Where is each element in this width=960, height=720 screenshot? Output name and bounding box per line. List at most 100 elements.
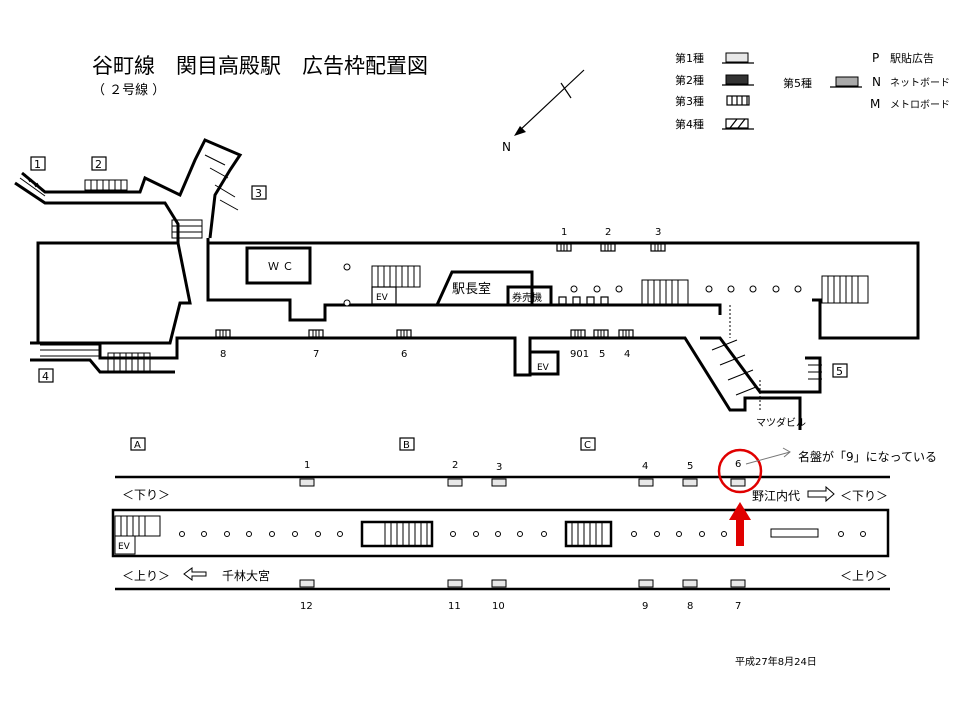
legend-class4-icon — [722, 118, 754, 130]
concourse-ad-frame — [396, 329, 412, 338]
platform-pillar — [450, 531, 456, 537]
platform-ad-frame — [730, 579, 746, 588]
highlight-circle — [717, 448, 763, 494]
platform-ad-frame — [682, 579, 698, 588]
legend-class5-label: 第5種 — [783, 76, 812, 90]
highlight-arrow-icon — [729, 502, 751, 546]
compass-label: N — [502, 140, 511, 154]
section-c-label: C — [584, 440, 591, 451]
platform-ad-number: 6 — [735, 459, 741, 470]
platform-ad-frame — [491, 579, 507, 588]
legend-class3-label: 第3種 — [675, 94, 704, 108]
platform-pillar — [292, 531, 298, 537]
exit-labels: 1 2 3 4 5 — [30, 156, 848, 383]
concourse-ad-frame — [650, 243, 666, 252]
concourse-ad-number: 2 — [605, 227, 611, 238]
platform-pillar — [541, 531, 547, 537]
concourse-ad-number: 3 — [655, 227, 661, 238]
platform-ad-frame-highlighted — [730, 478, 746, 487]
platform-ad-frame — [638, 478, 654, 487]
legend-class1-icon — [725, 52, 749, 63]
annotation-note: 名盤が「9」になっている — [798, 449, 937, 464]
legend-n-text: ネットボード — [890, 77, 950, 89]
concourse-ad-frame — [618, 329, 634, 338]
legend-class1-label: 第1種 — [675, 51, 704, 65]
platform-ad-number: 12 — [300, 601, 313, 612]
ticket-machine-area — [506, 285, 553, 307]
legend: 第1種 第2種 第3種 第4種 第5種 P 駅貼広告 N ネットボード M メト… — [675, 51, 950, 131]
platform-pillar — [654, 531, 660, 537]
platform-pillar — [631, 531, 637, 537]
platform-pillar — [337, 531, 343, 537]
platform-ad-frame — [299, 478, 315, 487]
concourse-ads: 1 2 3 8 7 6 901 5 4 — [215, 227, 666, 360]
concourse-ad-number: 901 — [570, 349, 589, 360]
legend-class2-icon — [725, 74, 749, 85]
platform-pillar — [838, 531, 844, 537]
platform-pillar — [721, 531, 727, 537]
legend-class5-icon — [835, 76, 859, 87]
concourse-ad-number: 4 — [624, 349, 630, 360]
ev-label-2: EV — [537, 363, 550, 373]
down-direction-right: ＜下り＞ — [840, 489, 888, 503]
platform-pillar — [676, 531, 682, 537]
exit-3-label: 3 — [255, 187, 262, 200]
platform-ad-number: 7 — [735, 601, 741, 612]
wc-room — [245, 246, 312, 285]
concourse-ad-frame — [215, 329, 231, 338]
platform-ad-frame — [638, 579, 654, 588]
platform-ad-number: 5 — [687, 461, 693, 472]
platform-pillars — [179, 531, 866, 537]
concourse-ad-frame — [600, 243, 616, 252]
platform-pillar — [201, 531, 207, 537]
exit-2-label: 2 — [95, 158, 102, 171]
section-a-label: A — [134, 440, 141, 451]
exit-1-label: 1 — [34, 158, 41, 171]
legend-class3-icon — [726, 95, 750, 106]
platform-ad-number: 4 — [642, 461, 648, 472]
exit-4-label: 4 — [42, 370, 49, 383]
down-direction-left: ＜下り＞ — [122, 488, 170, 502]
page-subtitle: （ ２号線 ） — [92, 82, 165, 98]
platform-ad-number: 1 — [304, 460, 310, 471]
platform-pillar — [246, 531, 252, 537]
destination-down: 野江内代 — [752, 489, 800, 503]
platform-ad-number: 8 — [687, 601, 693, 612]
platform-pillar — [699, 531, 705, 537]
concourse-walls — [14, 138, 920, 430]
wc-label: Ｗ Ｃ — [268, 260, 294, 273]
concourse-ad-number: 6 — [401, 349, 407, 360]
concourse-ad-frame — [308, 329, 324, 338]
destination-up: 千林大宮 — [222, 568, 270, 583]
north-arrow-icon — [514, 69, 585, 136]
platform-pillar — [495, 531, 501, 537]
platform-pillar — [473, 531, 479, 537]
legend-p-text: 駅貼広告 — [890, 51, 934, 65]
platform-features — [114, 515, 819, 555]
platform-sections: A B C — [130, 437, 596, 451]
platform-ad-number: 2 — [452, 460, 458, 471]
stairs — [19, 154, 869, 396]
platform-ad-number: 11 — [448, 601, 461, 612]
platform-ad-frame — [299, 579, 315, 588]
concourse-ad-frame — [556, 243, 572, 252]
arrow-left-icon — [183, 567, 207, 581]
platform-ev-label: EV — [118, 542, 131, 552]
legend-n-label: N — [872, 75, 881, 89]
platform-pillar — [179, 531, 185, 537]
ticket-machine-label: 券売機 — [512, 291, 542, 304]
platform-ad-frame — [682, 478, 698, 487]
concourse-ad-number: 7 — [313, 349, 319, 360]
legend-class2-label: 第2種 — [675, 73, 704, 87]
up-direction-right: ＜上り＞ — [840, 569, 888, 583]
station-master-label: 駅長室 — [452, 281, 491, 297]
date-label: 平成27年8月24日 — [735, 655, 817, 668]
up-direction-left: ＜上り＞ — [122, 569, 170, 583]
concourse-ad-number: 8 — [220, 349, 226, 360]
platform-pillar — [224, 531, 230, 537]
platform-ad-number: 3 — [496, 462, 502, 473]
arrow-right-icon — [807, 485, 835, 503]
platform-pillar — [315, 531, 321, 537]
exit-5-label: 5 — [836, 365, 843, 378]
concourse-ad-frame — [593, 329, 609, 338]
